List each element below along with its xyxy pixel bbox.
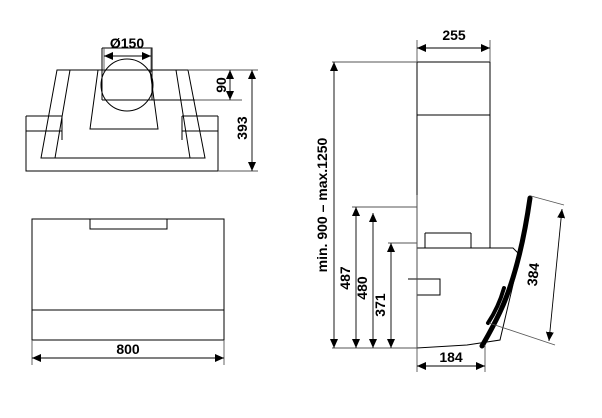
dim-label-body-height-487: 487 <box>337 266 353 290</box>
dim-duct-diameter: Ø150 <box>103 35 152 72</box>
top-view-chimney-collar <box>90 70 158 129</box>
dim-label-overall-width: 800 <box>116 341 140 357</box>
dim-depth-offset: 90 <box>188 69 258 101</box>
dim-label-overall-depth: 393 <box>234 116 250 140</box>
side-view: 255 min. 900 – max.1250 487 480 <box>314 27 566 372</box>
dim-body-height-487: 487 <box>337 206 417 348</box>
top-view-right-flange <box>182 116 218 140</box>
top-view-left-flange <box>26 116 62 140</box>
dim-label-duct-diameter: Ø150 <box>110 35 144 51</box>
top-view: Ø150 90 393 <box>26 35 258 171</box>
top-view-body-inner <box>55 70 190 158</box>
front-view: 800 <box>32 219 224 365</box>
dim-label-mounting-height: min. 900 – max.1250 <box>314 137 330 272</box>
side-view-wall-bracket-lower <box>408 279 440 295</box>
glass-panel-connector <box>520 211 527 255</box>
front-view-body <box>32 219 224 340</box>
dim-chimney-depth: 255 <box>416 27 491 62</box>
dim-base-depth-184: 184 <box>416 345 486 372</box>
glass-panel-curve <box>479 195 533 349</box>
dim-label-bracket-height-371: 371 <box>372 293 388 317</box>
side-view-wall-bracket-upper <box>425 233 471 248</box>
top-view-duct-square <box>102 48 152 100</box>
dim-label-base-depth-184: 184 <box>439 349 463 365</box>
dim-line <box>545 208 566 342</box>
dim-glass-panel-length: 384 <box>488 195 566 346</box>
duct-circle <box>101 59 153 111</box>
top-view-body-outer <box>41 70 205 158</box>
side-view-chimney-upper <box>417 62 490 115</box>
dim-label-depth-offset: 90 <box>213 77 229 93</box>
dim-bracket-height-371: 371 <box>372 242 417 348</box>
dim-body-height-480: 480 <box>354 213 377 348</box>
glass-panel-bracket <box>486 286 506 325</box>
side-view-chimney-lower <box>417 115 490 248</box>
dim-ext-top <box>530 195 565 206</box>
dim-overall-depth: 393 <box>218 70 258 172</box>
dim-label-body-height-480: 480 <box>354 276 370 300</box>
dim-label-glass-panel-length: 384 <box>524 262 542 287</box>
dim-mounting-height: min. 900 – max.1250 <box>314 61 417 349</box>
dim-overall-width: 800 <box>31 340 225 365</box>
dim-ext-bot <box>488 322 556 346</box>
dim-label-chimney-depth: 255 <box>442 27 466 43</box>
front-view-handle-recess <box>90 219 167 229</box>
